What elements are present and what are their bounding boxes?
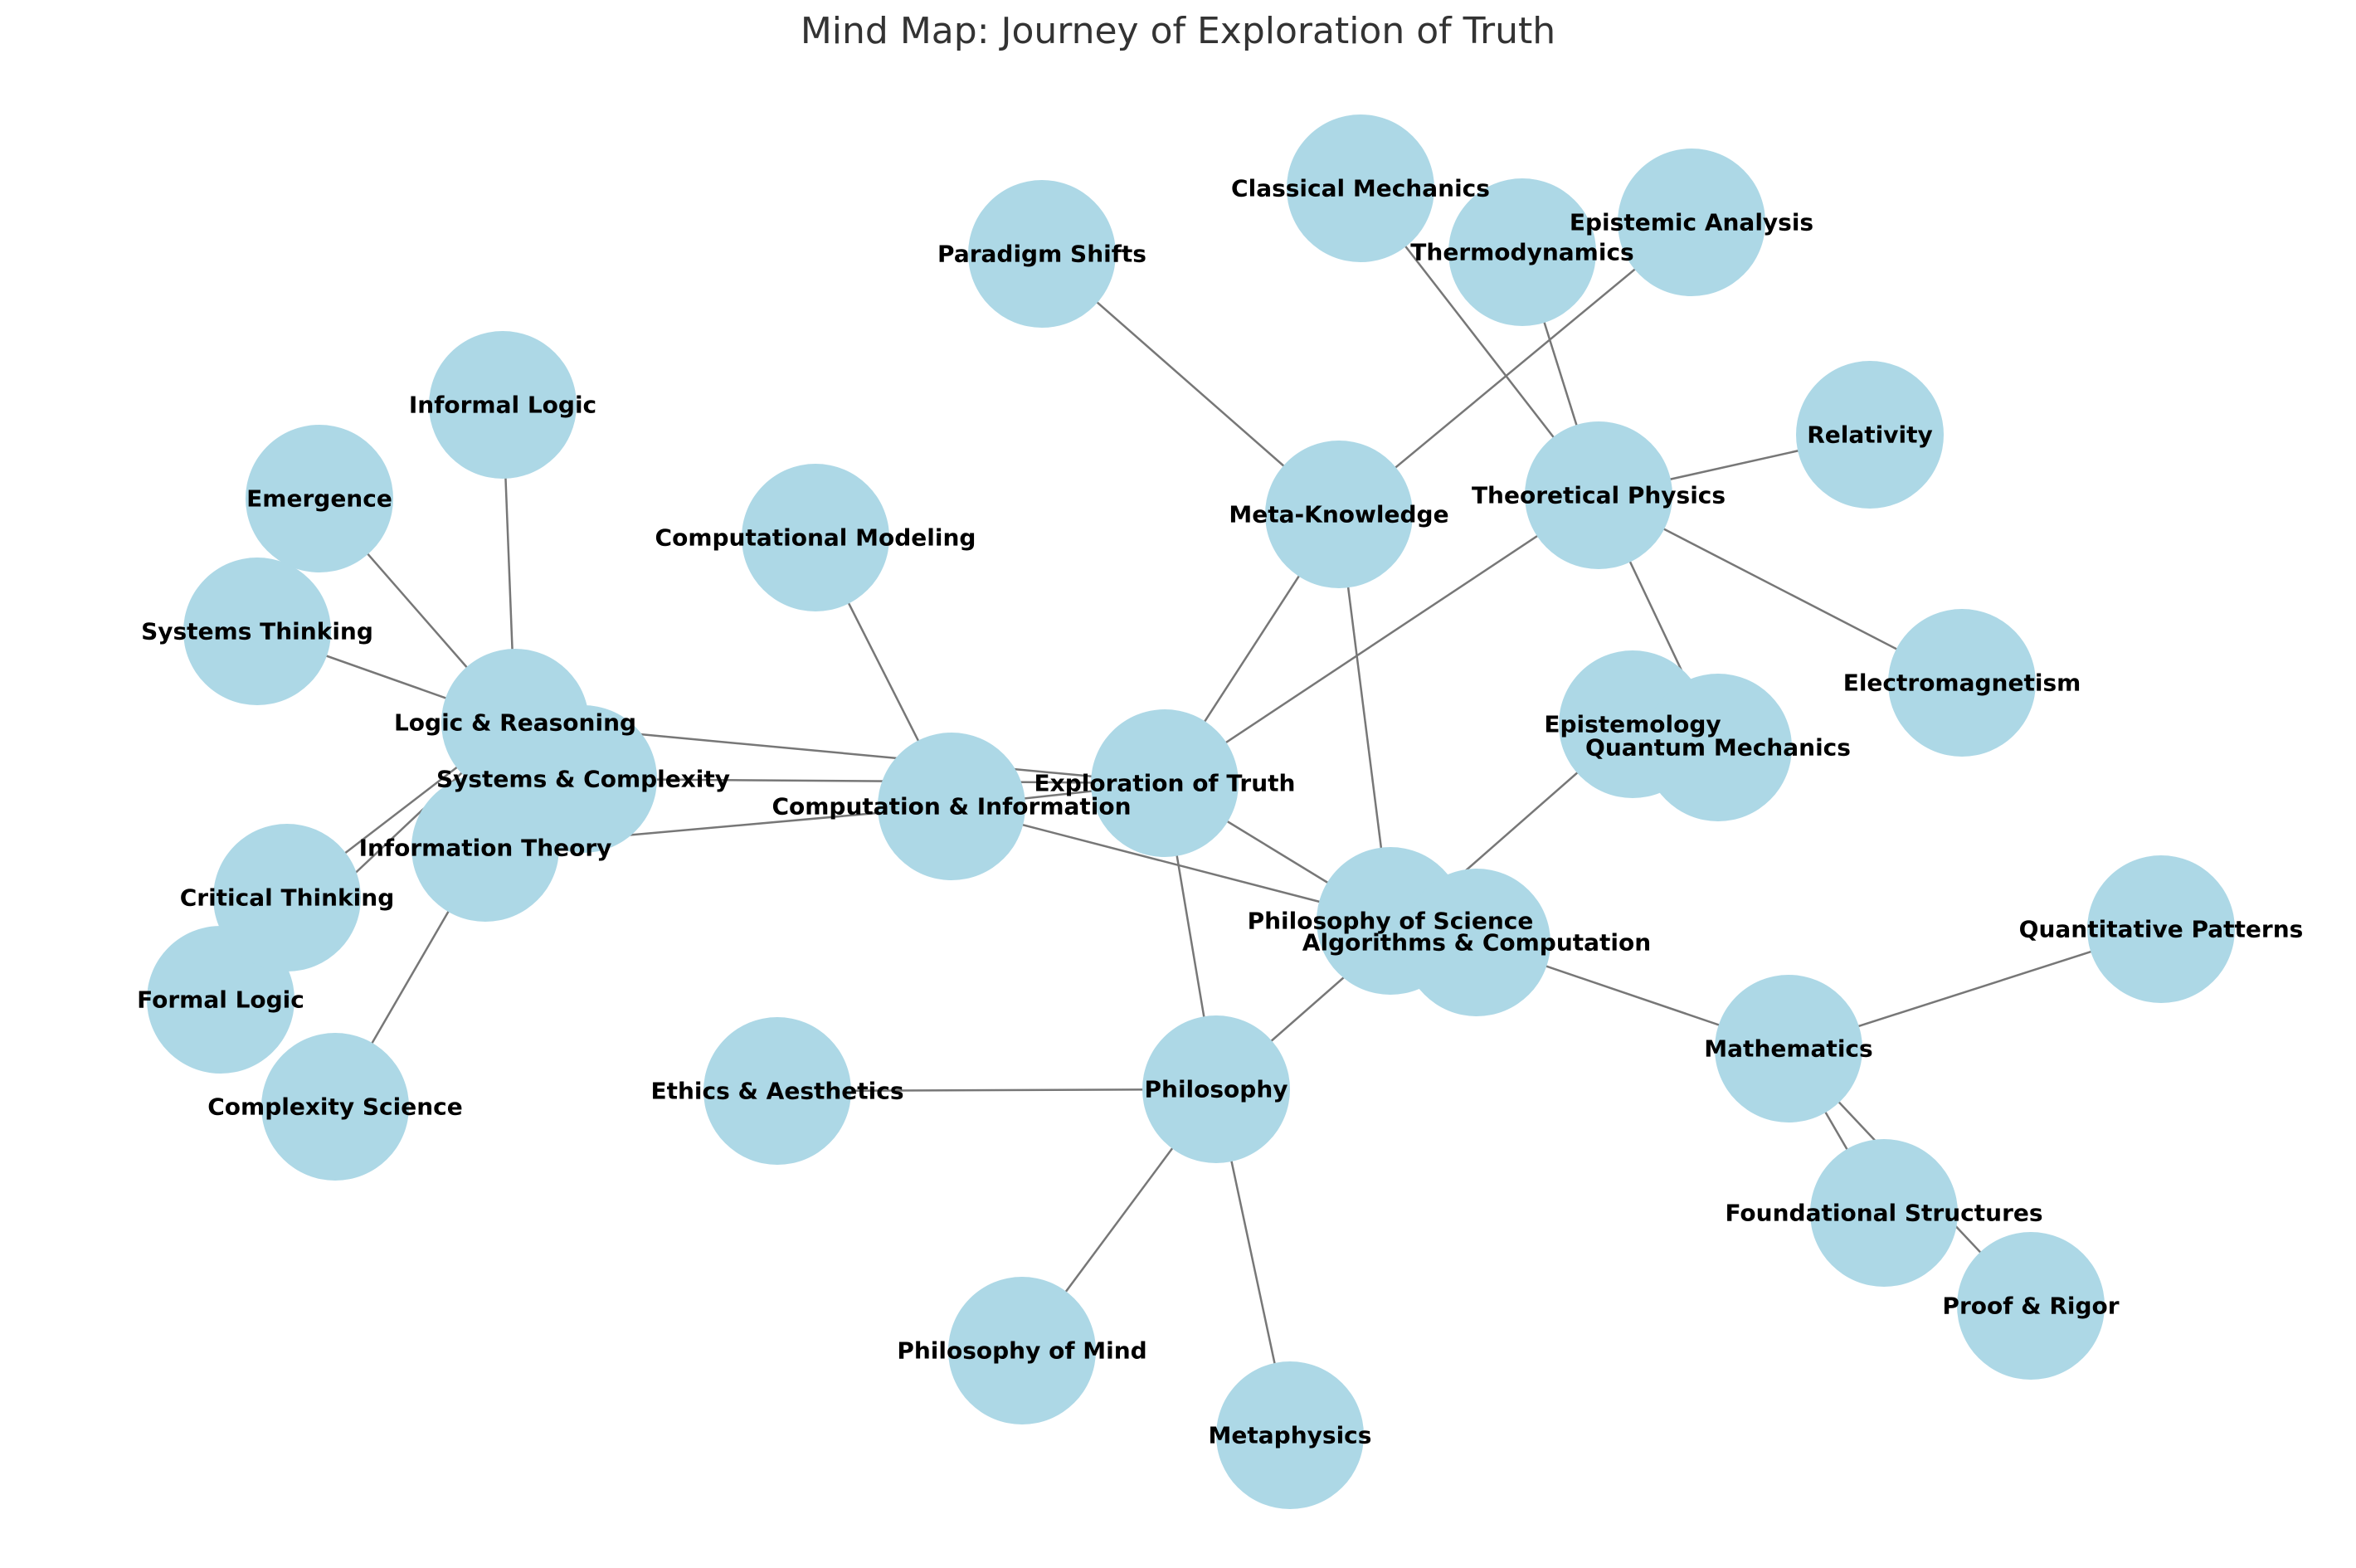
node-label-compmodel: Computational Modeling <box>655 524 976 552</box>
node-quantitative <box>2087 855 2235 1003</box>
node-systhink <box>183 558 331 705</box>
node-circle-classical <box>1287 114 1434 262</box>
node-label-physics: Theoretical Physics <box>1472 482 1726 509</box>
node-circle-emergence <box>246 425 393 572</box>
node-circle-epistemic <box>1618 149 1765 296</box>
node-label-philsci: Philosophy of Science <box>1248 908 1534 935</box>
node-circle-metaphysics <box>1216 1361 1364 1509</box>
node-label-formal: Formal Logic <box>137 986 304 1014</box>
node-label-epistemology: Epistemology <box>1544 711 1721 738</box>
node-label-systhink: Systems Thinking <box>141 618 373 645</box>
node-circle-meta <box>1265 441 1413 588</box>
node-complexity <box>261 1033 409 1181</box>
node-circle-philosophy <box>1142 1015 1290 1163</box>
node-metaphysics <box>1216 1361 1364 1509</box>
node-label-paradigm: Paradigm Shifts <box>937 241 1146 268</box>
node-foundational <box>1810 1139 1958 1287</box>
node-circle-critical <box>213 824 361 971</box>
node-exploration <box>1091 709 1239 857</box>
node-label-electromagnetism: Electromagnetism <box>1843 670 2081 697</box>
node-systems <box>509 705 657 853</box>
node-circle-mathematics <box>1715 975 1862 1122</box>
node-label-mind: Philosophy of Mind <box>897 1337 1146 1365</box>
node-label-algorithms: Algorithms & Computation <box>1302 929 1651 957</box>
node-label-emergence: Emergence <box>246 485 392 513</box>
node-relativity <box>1796 361 1944 509</box>
node-physics <box>1525 421 1672 569</box>
node-label-infotheory: Information Theory <box>359 835 612 862</box>
node-label-meta: Meta-Knowledge <box>1229 501 1448 528</box>
node-layer <box>147 114 2235 1509</box>
node-label-classical: Classical Mechanics <box>1231 175 1490 202</box>
node-circle-exploration <box>1091 709 1239 857</box>
node-circle-proof <box>1957 1232 2105 1380</box>
node-label-exploration: Exploration of Truth <box>1034 770 1296 797</box>
node-label-relativity: Relativity <box>1807 421 1933 449</box>
node-circle-quantitative <box>2087 855 2235 1003</box>
node-circle-relativity <box>1796 361 1944 509</box>
node-label-metaphysics: Metaphysics <box>1209 1422 1372 1449</box>
node-label-thermo: Thermodynamics <box>1410 239 1633 266</box>
node-compinfo <box>878 733 1025 880</box>
node-circle-systhink <box>183 558 331 705</box>
node-classical <box>1287 114 1434 262</box>
node-label-ethics: Ethics & Aesthetics <box>650 1078 903 1105</box>
node-critical <box>213 824 361 971</box>
node-label-informal: Informal Logic <box>409 392 596 419</box>
edge-exploration-systems <box>582 777 1166 785</box>
node-epistemic <box>1618 149 1765 296</box>
node-philosophy <box>1142 1015 1290 1163</box>
node-emergence <box>246 425 393 572</box>
node-circle-electromagnetism <box>1888 609 2036 757</box>
node-paradigm <box>968 180 1116 328</box>
edge-meta-epistemic <box>1338 222 1692 515</box>
node-circle-ethics <box>703 1017 851 1165</box>
node-label-logic: Logic & Reasoning <box>394 709 636 737</box>
node-label-epistemic: Epistemic Analysis <box>1570 209 1813 236</box>
node-circle-algorithms <box>1403 869 1550 1016</box>
node-label-foundational: Foundational Structures <box>1725 1200 2042 1227</box>
node-circle-compmodel <box>742 464 889 611</box>
diagram-title: Mind Map: Journey of Exploration of Trut… <box>801 10 1555 52</box>
node-informal <box>429 331 577 479</box>
node-mathematics <box>1715 975 1862 1122</box>
node-compmodel <box>742 464 889 611</box>
node-circle-physics <box>1525 421 1672 569</box>
node-label-philosophy: Philosophy <box>1144 1076 1288 1103</box>
node-label-critical: Critical Thinking <box>180 884 395 912</box>
node-proof <box>1957 1232 2105 1380</box>
node-circle-thermo <box>1448 178 1596 326</box>
node-label-complexity: Complexity Science <box>207 1093 463 1121</box>
node-circle-compinfo <box>878 733 1025 880</box>
node-label-systems: Systems & Complexity <box>436 766 730 793</box>
node-label-compinfo: Computation & Information <box>772 793 1131 821</box>
node-circle-quantum <box>1644 674 1792 821</box>
node-label-quantum: Quantum Mechanics <box>1585 734 1851 762</box>
node-circle-informal <box>429 331 577 479</box>
node-circle-mind <box>948 1277 1096 1424</box>
node-circle-paradigm <box>968 180 1116 328</box>
node-circle-foundational <box>1810 1139 1958 1287</box>
node-meta <box>1265 441 1413 588</box>
node-circle-complexity <box>261 1033 409 1181</box>
node-electromagnetism <box>1888 609 2036 757</box>
node-mind <box>948 1277 1096 1424</box>
node-circle-systems <box>509 705 657 853</box>
edge-exploration-physics <box>1164 494 1599 785</box>
node-label-quantitative: Quantitative Patterns <box>2019 916 2304 943</box>
node-thermo <box>1448 178 1596 326</box>
node-algorithms <box>1403 869 1550 1016</box>
node-ethics <box>703 1017 851 1165</box>
node-label-mathematics: Mathematics <box>1704 1035 1872 1063</box>
node-quantum <box>1644 674 1792 821</box>
node-label-proof: Proof & Rigor <box>1942 1293 2119 1320</box>
